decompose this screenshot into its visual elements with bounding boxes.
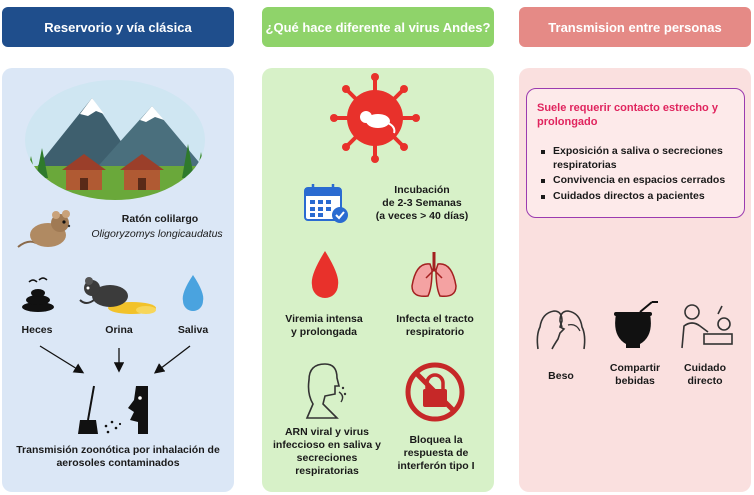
source-saliva-label: Saliva bbox=[177, 324, 209, 336]
list-item: Convivencia en espacios cerrados bbox=[539, 174, 739, 188]
mode-direct-care-label: Cuidado directo bbox=[684, 362, 726, 388]
virus-icon bbox=[330, 73, 420, 163]
direct-care-icon bbox=[681, 304, 733, 349]
contact-bullet-list: Exposición a saliva o secreciones respir… bbox=[539, 145, 739, 206]
list-item: Exposición a saliva o secreciones respir… bbox=[539, 145, 739, 172]
zoonotic-transmission-text: Transmisión zoonótica por inhalación de … bbox=[16, 444, 220, 470]
calendar-icon bbox=[304, 184, 348, 223]
lungs-icon bbox=[411, 252, 457, 298]
blood-drop-icon bbox=[311, 251, 339, 298]
list-item: Cuidados directos a pacientes bbox=[539, 190, 739, 204]
coughing-person-icon bbox=[305, 363, 347, 419]
mate-drink-icon bbox=[614, 301, 658, 348]
transmission-header: Transmision entre personas bbox=[519, 7, 751, 47]
mode-sharing-drinks-label: Compartir bebidas bbox=[609, 362, 661, 388]
feces-icon bbox=[22, 277, 54, 312]
rodent-species: Oligoryzomys longicaudatus bbox=[91, 228, 223, 240]
source-feces-label: Heces bbox=[21, 324, 53, 336]
mode-kiss-label: Beso bbox=[548, 370, 574, 382]
sweeping-inhalation-icon bbox=[78, 385, 148, 434]
rodent-name: Ratón colilargo bbox=[121, 213, 199, 225]
flow-arrows bbox=[39, 345, 191, 374]
viremia-text: Viremia intensa y prolongada bbox=[285, 313, 363, 339]
source-urine-label: Orina bbox=[105, 324, 133, 336]
saliva-drop-icon bbox=[182, 275, 204, 311]
close-contact-title: Suele requerir contacto estrecho y prolo… bbox=[537, 102, 718, 129]
urinating-mouse-icon bbox=[79, 277, 156, 314]
interferon-text: Bloquea la respuesta de interferón tipo … bbox=[397, 434, 475, 473]
close-contact-box: Suele requerir contacto estrecho y prolo… bbox=[526, 88, 745, 218]
mountain-landscape-icon bbox=[25, 80, 205, 200]
long-tailed-mouse-icon bbox=[17, 210, 71, 248]
andes-header: ¿Qué hace diferente al virus Andes? bbox=[262, 7, 494, 47]
reservoir-header: Reservorio y vía clásica bbox=[2, 7, 234, 47]
respiratory-text: Infecta el tracto respiratorio bbox=[396, 313, 474, 339]
incubation-text: Incubación de 2-3 Semanas (a veces > 40 … bbox=[375, 184, 469, 223]
kiss-icon bbox=[536, 310, 586, 350]
blocked-lock-icon bbox=[405, 362, 465, 422]
viral-rna-text: ARN viral y virus infeccioso en saliva y… bbox=[273, 426, 381, 478]
